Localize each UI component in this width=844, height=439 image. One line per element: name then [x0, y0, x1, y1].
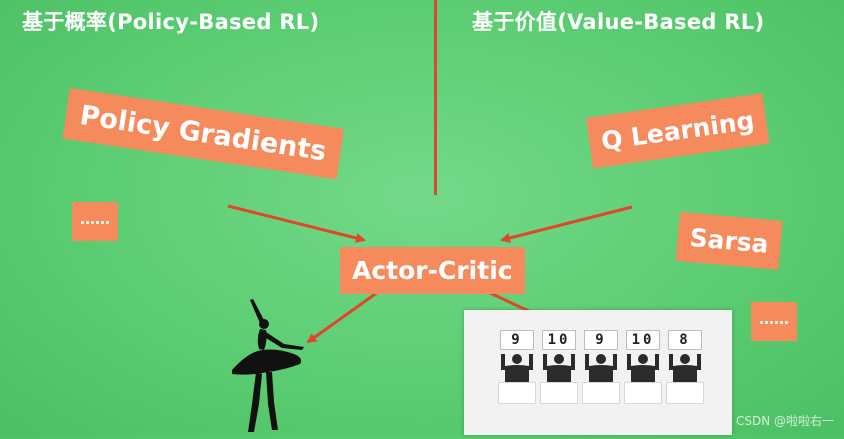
judge-desk	[582, 382, 620, 404]
watermark: CSDN @啦啦右一	[735, 414, 834, 428]
sarsa-tag: Sarsa	[675, 212, 783, 270]
judge-4: 10	[624, 330, 664, 430]
value-based-heading: 基于价值(Value-Based RL)	[472, 10, 765, 34]
left-ellipsis-tag: ……	[72, 202, 118, 241]
score-card: 8	[668, 330, 702, 350]
judge-2: 10	[540, 330, 580, 430]
right-ellipsis-tag: ……	[751, 302, 797, 341]
judge-3: 9	[582, 330, 622, 430]
ballerina-silhouette-icon	[228, 294, 308, 439]
score-card: 10	[626, 330, 660, 350]
judge-desk	[666, 382, 704, 404]
judge-figure-icon	[627, 354, 659, 384]
center-divider	[434, 0, 437, 195]
judge-figure-icon	[501, 354, 533, 384]
actor-critic-tag: Actor-Critic	[340, 247, 525, 294]
judge-figure-icon	[543, 354, 575, 384]
judge-desk	[540, 382, 578, 404]
arrow-value-to-actor-critic	[500, 205, 633, 243]
judge-5: 8	[666, 330, 706, 430]
policy-based-heading: 基于概率(Policy-Based RL)	[22, 10, 320, 34]
judges-score-panel: 9 10 9	[464, 310, 732, 435]
judge-desk	[624, 382, 662, 404]
judge-1: 9	[498, 330, 538, 430]
score-card: 10	[542, 330, 576, 350]
arrow-policy-to-actor-critic	[227, 204, 366, 243]
arrow-actor-critic-to-actor	[306, 290, 379, 344]
score-card: 9	[584, 330, 618, 350]
judge-figure-icon	[585, 354, 617, 384]
score-card: 9	[500, 330, 534, 350]
judge-figure-icon	[669, 354, 701, 384]
judge-desk	[498, 382, 536, 404]
